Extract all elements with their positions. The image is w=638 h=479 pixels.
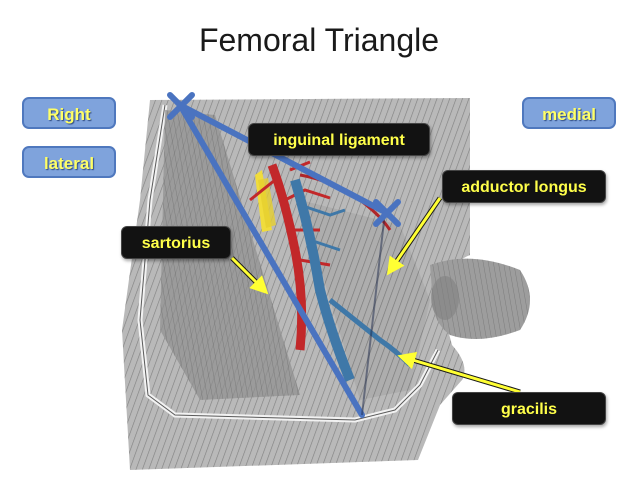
femoral-artery <box>267 163 307 351</box>
x-marker-icon <box>167 92 195 120</box>
orientation-medial-label: medial <box>522 97 616 129</box>
gracilis-label: gracilis <box>452 392 606 425</box>
arrow-pointer-icon <box>397 351 521 395</box>
sartorius-label: sartorius <box>121 226 231 259</box>
femoral-triangle-outline <box>177 102 388 418</box>
adductor-longus-label: adductor longus <box>442 170 606 203</box>
vein-branches <box>299 203 346 252</box>
femoral-vein <box>290 178 355 382</box>
page-title: Femoral Triangle <box>198 22 440 58</box>
arrow-pointer-icon <box>230 256 269 295</box>
arrow-pointer-icon <box>386 196 443 276</box>
orientation-lateral-label: lateral <box>22 146 116 178</box>
orientation-right-label: Right <box>22 97 116 129</box>
x-marker-icon <box>373 199 401 227</box>
inguinal-ligament-label: inguinal ligament <box>248 123 430 156</box>
thigh-drawing <box>122 98 530 470</box>
